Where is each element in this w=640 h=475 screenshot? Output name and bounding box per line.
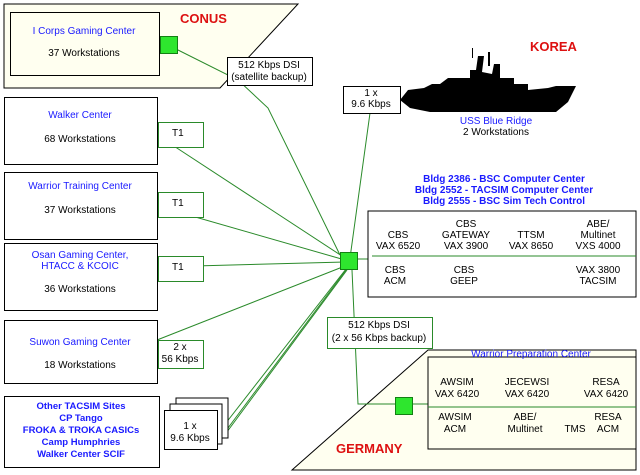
other-line-2: FROKA & TROKA CASICs	[22, 425, 140, 436]
uss-link-line1: 1 x	[364, 88, 378, 99]
ger-r2-3-l2: ACM	[596, 424, 620, 435]
ger-r1-0-l2: VAX 6420	[434, 389, 480, 400]
uss-count: 2 Workstations	[463, 127, 529, 138]
germany-center-title: Warrior Preparation Center	[471, 349, 591, 360]
dsi-ger-box	[327, 317, 433, 349]
osan-name-line1: Osan Gaming Center,	[31, 250, 129, 261]
conus-label: CONUS	[180, 11, 227, 26]
dsi-sat-box	[227, 57, 313, 86]
osan-count: 36 Workstations	[44, 284, 116, 295]
icorps-hub	[160, 36, 178, 54]
other-line-0: Other TACSIM Sites	[36, 401, 126, 412]
t1-osan-box	[158, 256, 204, 282]
ger-r1-0-l1: AWSIM	[440, 377, 474, 388]
dsi-ger-line2: (2 x 56 Kbps backup)	[331, 333, 427, 344]
korea-header-1: Bldg 2552 - TACSIM Computer Center	[414, 185, 594, 196]
other-sites-box	[4, 396, 160, 468]
suwon-link-box	[158, 340, 204, 369]
conus-link-line	[169, 45, 341, 256]
walker-link-line	[156, 134, 346, 259]
korea-hub	[340, 252, 358, 270]
korea-sys-2-l2: TTSM	[517, 230, 545, 241]
germany-label: GERMANY	[336, 441, 403, 456]
korea-sys-0-l3: VAX 6520	[375, 241, 421, 252]
icorps-box	[10, 12, 160, 76]
dsi-sat-line2: (satellite backup)	[231, 72, 307, 83]
korea-header-2: Bldg 2555 - BSC Sim Tech Control	[422, 196, 586, 207]
korea-sys-3-l1: ABE/	[586, 219, 610, 230]
korea-sys-2-l3: VAX 8650	[508, 241, 554, 252]
korea-header-0: Bldg 2386 - BSC Computer Center	[423, 174, 585, 185]
ger-r2-0-l2: ACM	[443, 424, 467, 435]
walker-name: Walker Center	[48, 110, 112, 121]
ship-icon	[400, 48, 576, 112]
ger-r2-1-l2: Multinet	[507, 424, 543, 435]
suwon-box	[4, 320, 158, 384]
germany-link-line	[351, 269, 400, 405]
suwon-link-line	[156, 265, 346, 341]
ger-r2-0-l1: AWSIM	[438, 412, 472, 423]
other-line-1: CP Tango	[59, 413, 103, 424]
ger-r1-1-l2: VAX 6420	[504, 389, 550, 400]
ger-r2-1-l1: ABE/	[513, 412, 537, 423]
suwon-name: Suwon Gaming Center	[29, 337, 131, 348]
other-link-line	[221, 268, 347, 429]
suwon-link-line1: 2 x	[173, 342, 187, 353]
korea-sys-0-l2: CBS	[387, 230, 409, 241]
osan-box	[4, 243, 158, 311]
other-link-line2: 9.6 Kbps	[170, 433, 210, 444]
korea-sys-1-l3: VAX 3900	[443, 241, 489, 252]
other-link-box	[164, 410, 218, 450]
icorps-count: 37 Workstations	[48, 48, 120, 59]
t1-walker-box	[158, 122, 204, 148]
uss-link-line2: 9.6 Kbps	[351, 99, 391, 110]
warrior-name: Warrior Training Center	[28, 181, 132, 192]
ger-r2-3-l1: RESA	[594, 412, 622, 423]
ger-r1-1-l1: JECEWSI	[504, 377, 550, 388]
walker-count: 68 Workstations	[44, 134, 116, 145]
germany-hub	[395, 397, 413, 415]
dsi-ger-line1: 512 Kbps DSI	[348, 320, 410, 331]
ger-r2-2-l2: TMS	[564, 424, 586, 435]
korea-sys2-0-l2: ACM	[383, 276, 407, 287]
warrior-count: 37 Workstations	[44, 205, 116, 216]
uss-link-box	[343, 86, 401, 114]
korea-sys2-2-l2: TACSIM	[579, 276, 617, 287]
other-link-line1: 1 x	[183, 421, 197, 432]
icorps-name: I Corps Gaming Center	[32, 26, 136, 37]
t1-osan: T1	[172, 262, 184, 273]
other-line-4: Walker Center SCIF	[37, 449, 125, 460]
ger-r1-2-l2: VAX 6420	[583, 389, 629, 400]
germany-center-box	[427, 356, 637, 450]
ger-r1-2-l1: RESA	[592, 377, 620, 388]
korea-sys-3-l2: Multinet	[580, 230, 616, 241]
t1-warrior: T1	[172, 198, 184, 209]
korea-sys-1-l2: GATEWAY	[441, 230, 491, 241]
uss-name: USS Blue Ridge	[459, 116, 533, 127]
other-line-3: Camp Humphries	[41, 437, 121, 448]
korea-center-box	[367, 210, 637, 298]
korea-sys2-0-l1: CBS	[384, 265, 406, 276]
suwon-link-line2: 56 Kbps	[161, 354, 199, 365]
warrior-box	[4, 172, 158, 240]
t1-warrior-box	[158, 192, 204, 218]
dsi-sat-line1: 512 Kbps DSI	[238, 60, 300, 71]
walker-box	[4, 97, 158, 165]
korea-sys2-2-l1: VAX 3800	[575, 265, 621, 276]
t1-walker: T1	[172, 128, 184, 139]
korea-label: KOREA	[530, 39, 577, 54]
korea-sys2-1-l2: GEEP	[450, 276, 478, 287]
korea-sys-3-l3: VXS 4000	[575, 241, 621, 252]
korea-sys-1-l1: CBS	[455, 219, 477, 230]
osan-name-line2: HTACC & KCOIC	[41, 261, 119, 272]
suwon-count: 18 Workstations	[44, 360, 116, 371]
korea-sys2-1-l1: CBS	[453, 265, 475, 276]
